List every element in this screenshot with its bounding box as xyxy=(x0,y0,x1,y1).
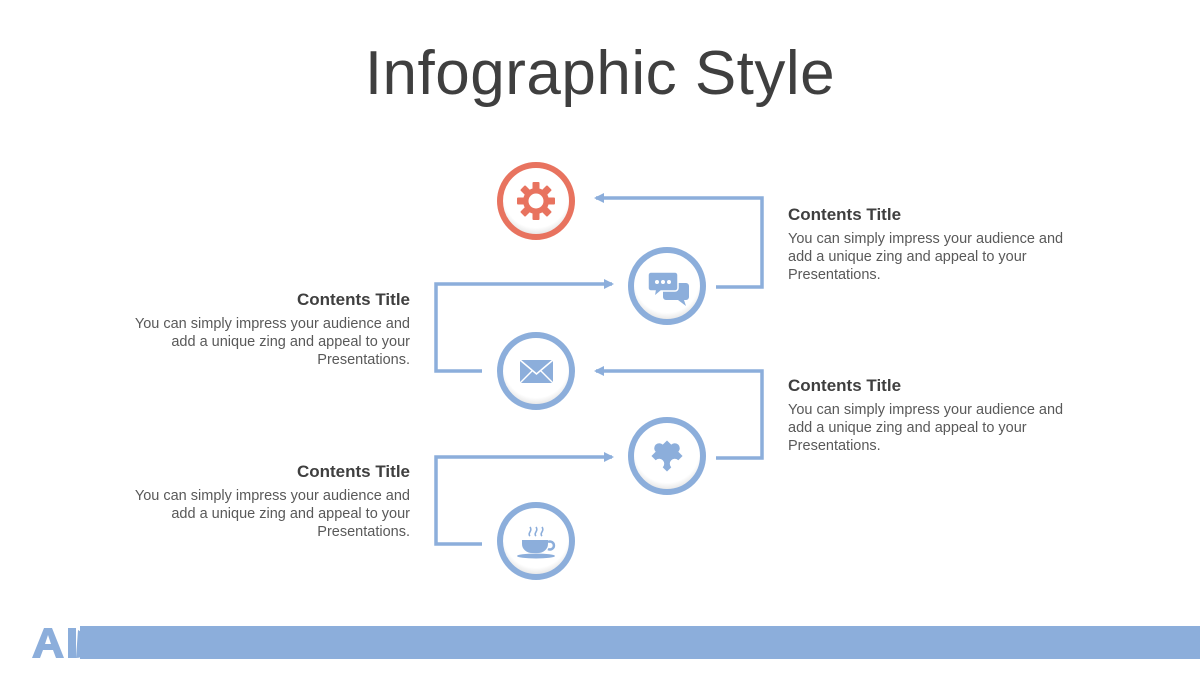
content-title: Contents Title xyxy=(788,205,902,224)
content-text: You can simply impress your audience and… xyxy=(788,402,1064,454)
node-chat xyxy=(628,247,706,325)
gear-icon xyxy=(517,182,555,220)
envelope-icon xyxy=(519,359,554,384)
puzzle-icon xyxy=(651,440,683,472)
content-title: Contents Title xyxy=(296,462,410,481)
content-block-bottom-left: Contents Title You can simply impress yo… xyxy=(110,462,410,541)
node-puzzle xyxy=(628,417,706,495)
connector-cup-to-puzzle xyxy=(434,452,614,546)
content-text: You can simply impress your audience and… xyxy=(134,316,410,368)
content-block-middle-left: Contents Title You can simply impress yo… xyxy=(110,290,410,369)
content-text: You can simply impress your audience and… xyxy=(788,231,1064,283)
content-title: Contents Title xyxy=(296,290,410,309)
connector-envelope-to-chat xyxy=(434,279,614,373)
coffee-cup-icon xyxy=(517,526,556,559)
chat-icon xyxy=(647,271,689,306)
connector-lines xyxy=(434,193,764,546)
content-block-bottom-right: Contents Title You can simply impress yo… xyxy=(788,376,1088,455)
content-block-top-right: Contents Title You can simply impress yo… xyxy=(788,205,1088,284)
footer-bar xyxy=(80,626,1200,659)
connector-chat-to-gear xyxy=(594,193,764,289)
logo-icon xyxy=(32,628,87,658)
content-text: You can simply impress your audience and… xyxy=(134,488,410,540)
connector-puzzle-to-envelope xyxy=(594,366,764,460)
slide-title: Infographic Style xyxy=(364,39,836,108)
content-title: Contents Title xyxy=(788,376,902,395)
node-coffee xyxy=(497,502,575,580)
node-envelope xyxy=(497,332,575,410)
node-gear xyxy=(497,162,575,240)
